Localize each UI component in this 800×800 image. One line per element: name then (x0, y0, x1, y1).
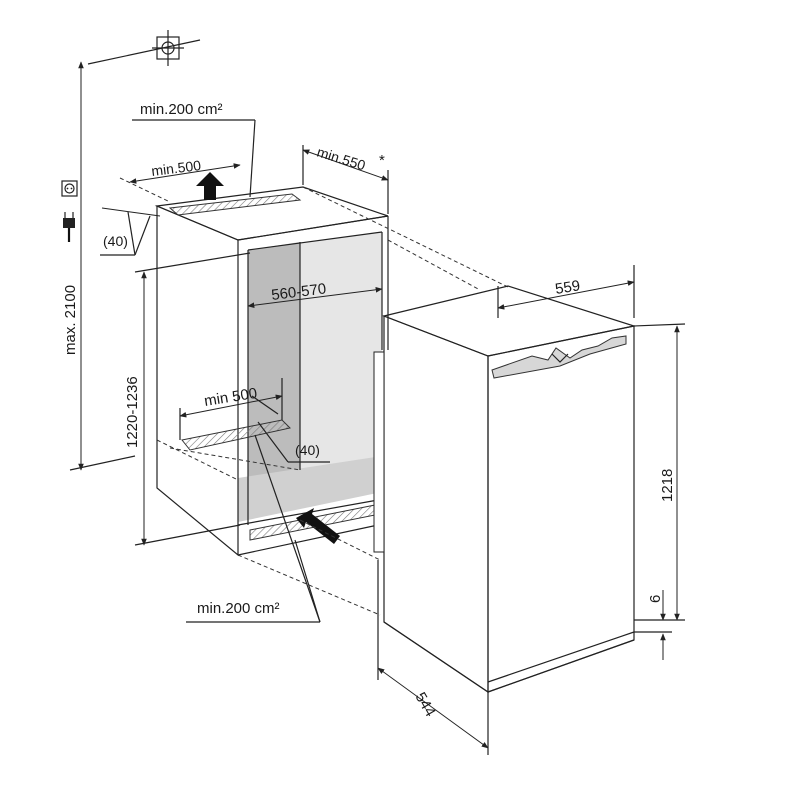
asterisk-label: * (379, 152, 385, 169)
niche-depth-min-label: min.550 (315, 144, 368, 174)
vent-up-arrow-icon (196, 172, 224, 200)
base-gap-label: 6 (647, 595, 664, 603)
bottom-gap-label: (40) (295, 442, 320, 458)
bottom-vent-area-label: min.200 cm² (197, 600, 280, 617)
power-plug-icon (63, 212, 75, 242)
niche-width-label: 560-570 (270, 280, 327, 304)
appliance-width-label: 559 (554, 277, 581, 298)
max-height-dimension (69, 61, 136, 471)
appliance-height-label: 1218 (659, 469, 676, 502)
appliance-depth-label: 544 (412, 690, 439, 720)
vent-in-arrow-icon (296, 508, 340, 544)
top-gap-label: (40) (103, 233, 128, 249)
top-vent-area-label: min.200 cm² (140, 101, 223, 118)
niche-cabinet (154, 186, 389, 557)
top-depth-min-label: min.500 (150, 157, 202, 179)
level-symbol-icon (87, 30, 201, 66)
refrigerator-appliance (373, 285, 637, 694)
niche-height-label: 1220-1236 (124, 376, 141, 448)
power-socket-icon (61, 180, 78, 197)
max-height-label: max. 2100 (62, 285, 79, 355)
